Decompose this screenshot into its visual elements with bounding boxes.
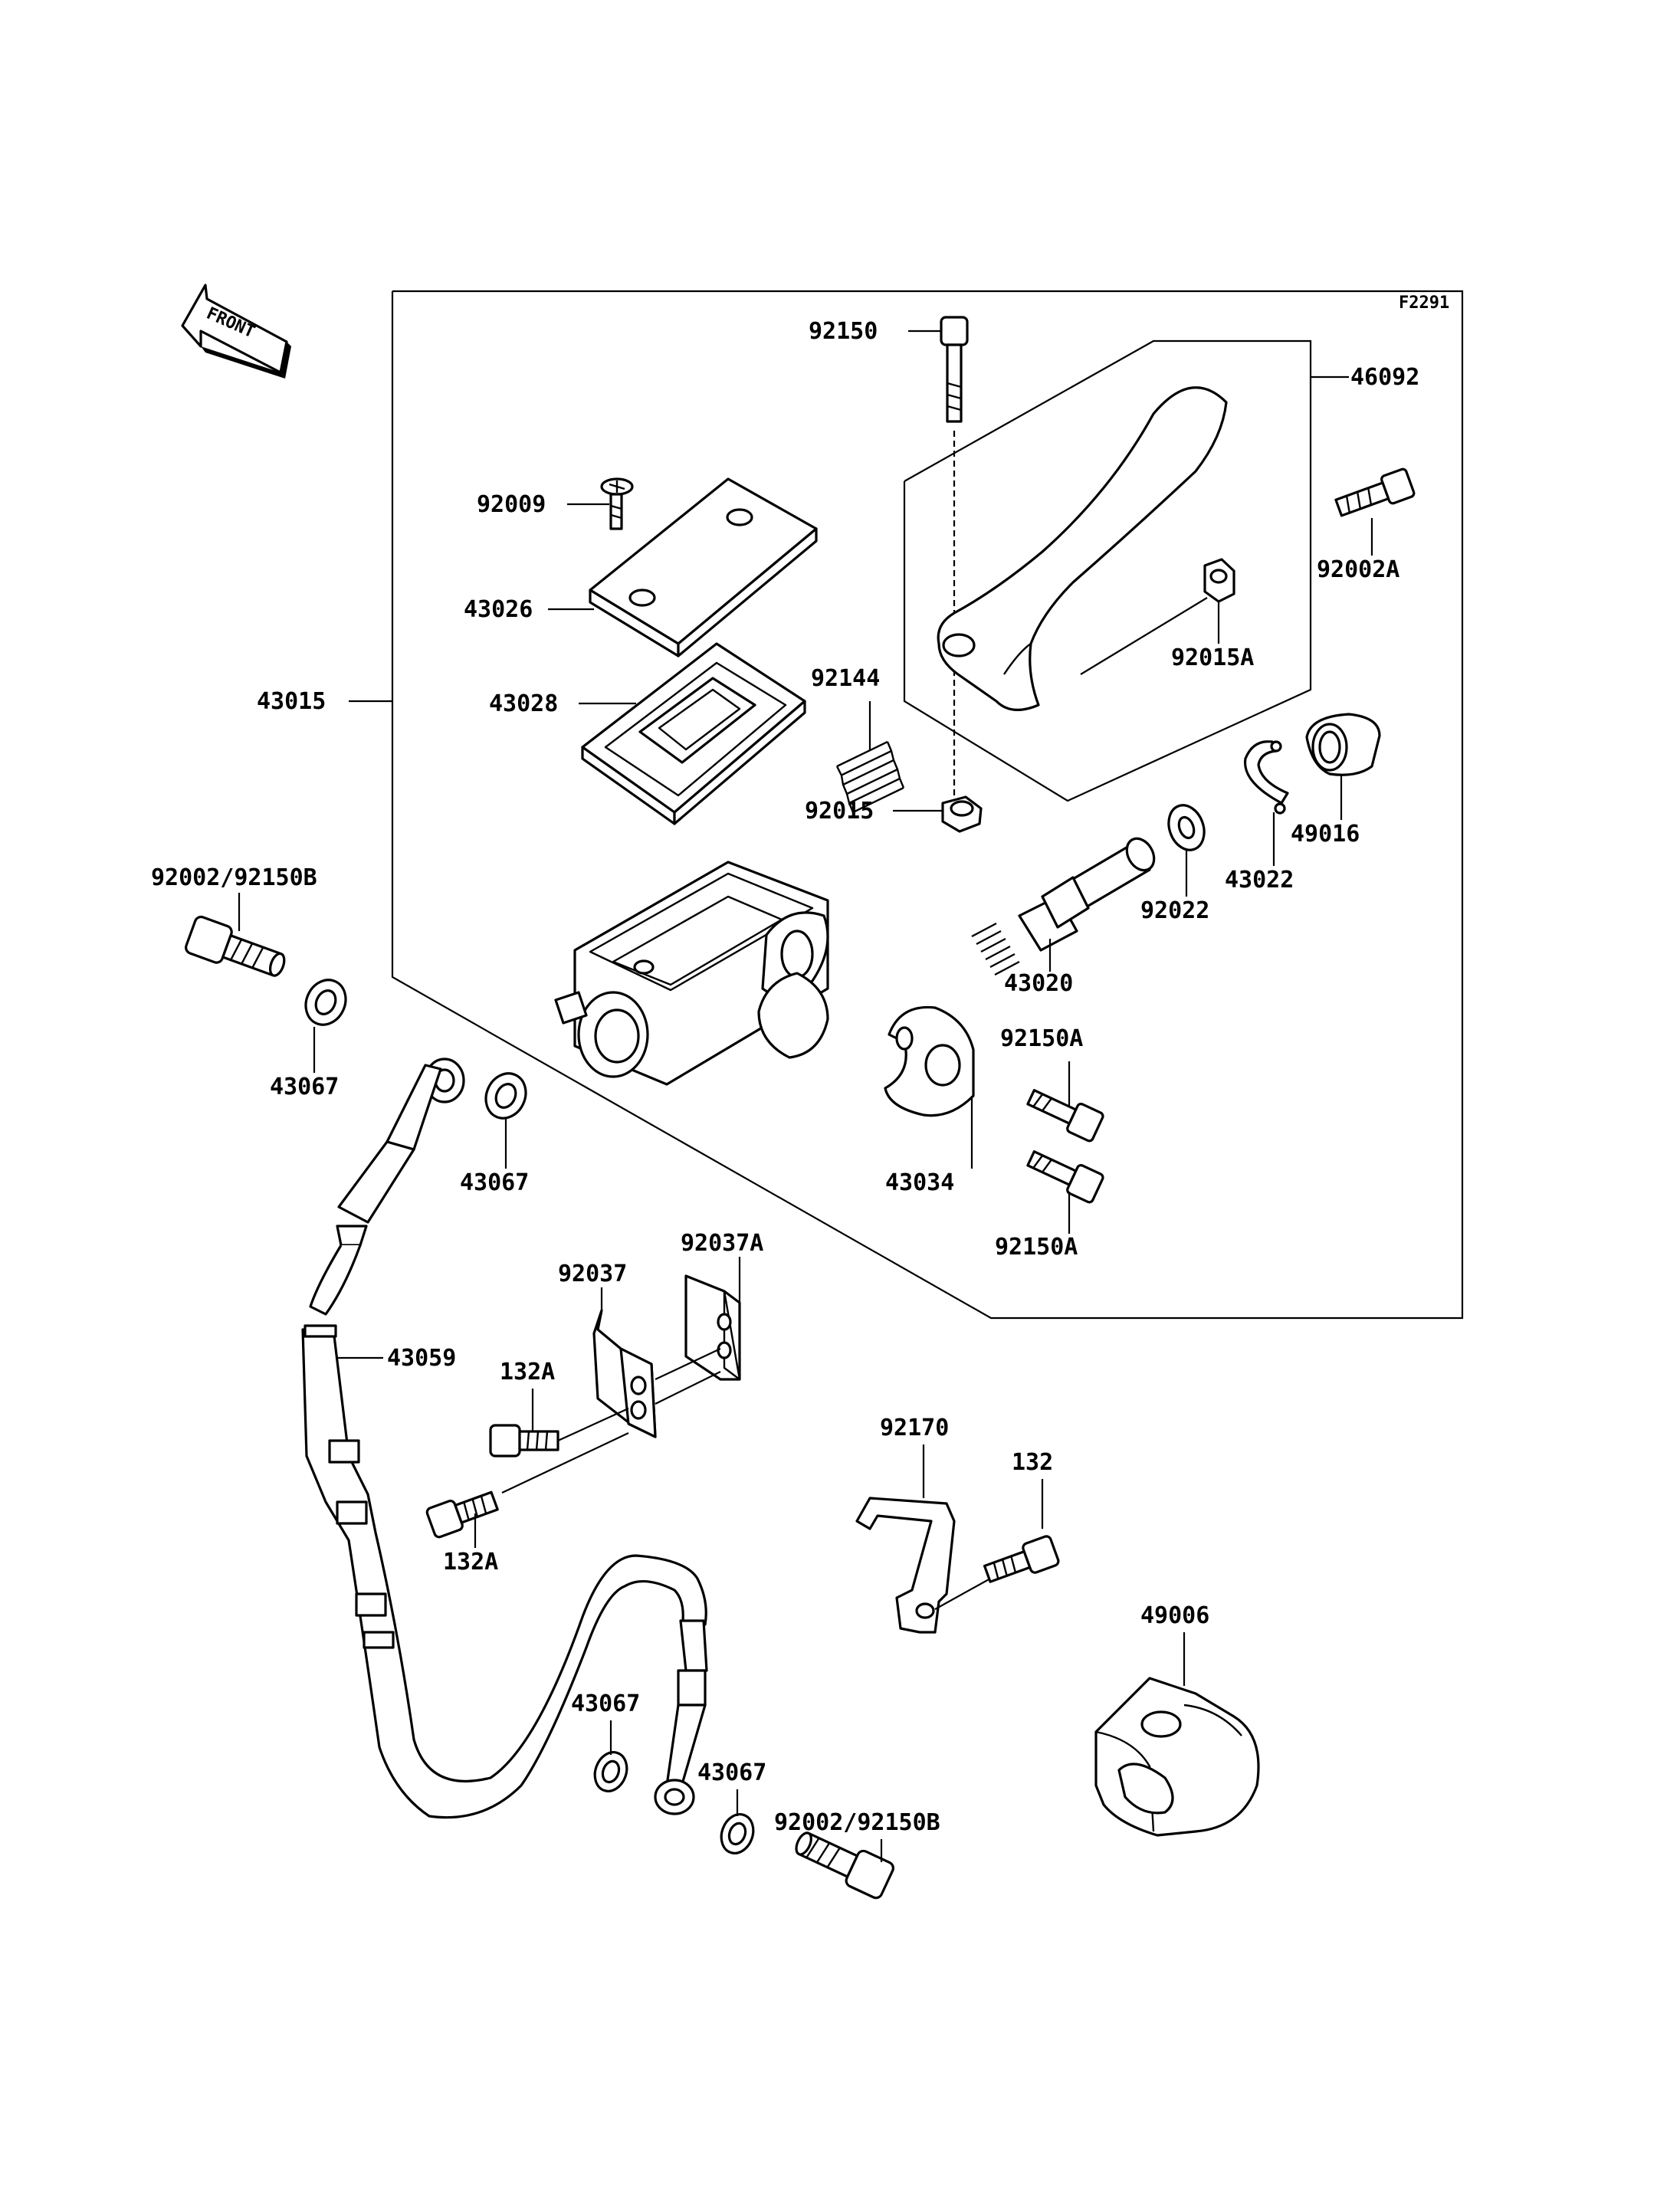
brake-lever-46092 [937,386,1228,711]
screw-92009 [600,477,634,530]
label-92002-92150B-top: 92002/92150B [151,864,317,891]
bolt-132A-lower [425,1490,499,1539]
label-92150: 92150 [809,318,878,345]
label-43026: 43026 [464,596,533,623]
label-49006: 49006 [1140,1602,1209,1629]
washer-43067-low2 [720,1813,755,1854]
reservoir-cap-43026 [589,477,818,657]
label-132A-bottom: 132A [443,1549,498,1576]
bolt-132 [983,1535,1060,1583]
label-92009: 92009 [477,491,546,518]
label-132: 132 [1012,1449,1053,1476]
label-43067-low2: 43067 [697,1759,766,1786]
label-43059: 43059 [387,1345,456,1372]
washer-92022 [1167,804,1206,851]
nut-92015 [941,795,983,833]
label-43067-left: 43067 [270,1074,339,1100]
assembly-outline-43015 [391,290,1464,1320]
bracket-92037A [684,1274,741,1381]
leader-lines [238,330,1373,1862]
nut-92015A [1203,558,1235,603]
label-43020: 43020 [1004,970,1073,997]
label-43067-mid: 43067 [460,1169,529,1196]
label-92022: 92022 [1140,897,1209,924]
label-92002A: 92002A [1317,556,1399,583]
hose-clamp-92170 [855,1497,956,1634]
bolt-92150A-lower [1026,1150,1104,1204]
label-43034: 43034 [885,1169,954,1196]
clamp-43034 [884,1005,975,1117]
part-labels: 92150 46092 92009 92002A 43026 92015A 43… [151,318,1419,1836]
circlip-43022 [1243,740,1289,815]
banjo-bolt-upper [185,915,286,977]
label-49016: 49016 [1291,821,1360,848]
assembly-outline-46092 [903,339,1312,802]
washer-43067-low1 [593,1751,628,1792]
label-92150A-top: 92150A [1000,1025,1083,1052]
spring-92144 [835,740,905,814]
label-92002-92150B-bottom: 92002/92150B [774,1809,940,1836]
boot-49016 [1305,713,1381,776]
label-43022: 43022 [1225,867,1294,894]
front-arrow-icon: FRONT [181,284,291,379]
label-92015A: 92015A [1171,644,1254,671]
washer-43067-left [304,979,347,1026]
figure-code: F2291 [1399,293,1449,313]
piston-kit-43020 [971,837,1156,976]
label-92037A: 92037A [681,1230,763,1257]
label-92144: 92144 [811,665,880,692]
pivot-bolt-92150 [940,316,969,423]
banjo-bolt-lower [795,1831,894,1900]
switch-housing-49006 [1094,1677,1260,1837]
label-46092: 46092 [1350,364,1419,391]
brake-hose-43059 [301,1058,708,1819]
label-43067-low1: 43067 [571,1690,640,1717]
diaphragm-43028 [581,642,806,825]
label-132A-top: 132A [500,1359,555,1385]
bracket-92037 [592,1309,657,1438]
bolt-92002A [1334,467,1416,517]
label-43015: 43015 [257,688,326,715]
label-43028: 43028 [489,690,558,717]
washer-43067-mid [484,1072,527,1120]
label-92037: 92037 [558,1261,627,1287]
bolt-92150A-upper [1026,1089,1104,1143]
label-92015: 92015 [805,798,874,825]
bolt-132A-upper [489,1424,559,1458]
label-92150A-bottom: 92150A [995,1234,1078,1261]
label-92170: 92170 [880,1415,949,1441]
master-cylinder-body [554,861,829,1086]
